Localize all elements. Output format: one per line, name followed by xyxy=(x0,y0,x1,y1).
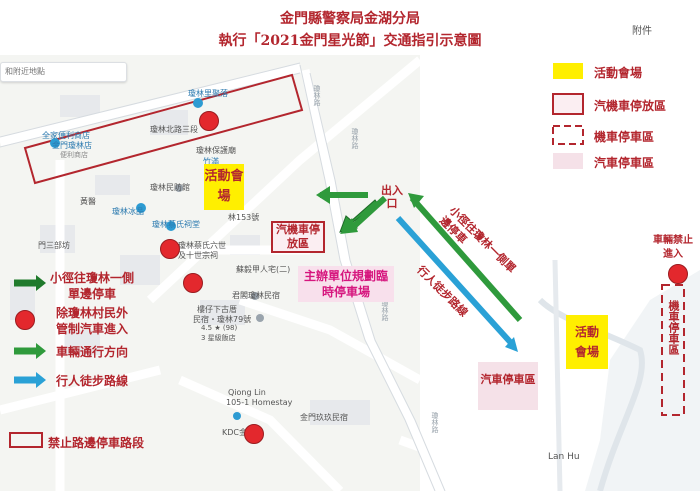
place-tsai-house3: 蘇毅甲人宅(二) xyxy=(236,265,291,274)
venue-right-label: 活動會場 xyxy=(574,325,599,359)
direction-arrows xyxy=(316,186,523,322)
legend-right-car: 汽車停車區 xyxy=(594,156,655,170)
legend-swatch-car xyxy=(553,153,583,169)
place-tsai-house: 瓊林蔡氏六世 xyxy=(178,241,226,250)
place-qionglin-homestay2: 105-1 Homestay xyxy=(226,398,293,407)
organizer-parking-label: 主辦單位規劃臨時停車場 xyxy=(304,269,389,299)
legend-swatch-venue xyxy=(553,63,583,79)
legend-left-restriction-line2: 管制汽車進入 xyxy=(56,322,129,336)
place-iceshop: 瓊林冰品 xyxy=(112,207,144,216)
venue-main-label: 活動會場 xyxy=(204,169,244,204)
legend-right-moto-car: 汽機車停放區 xyxy=(594,99,667,113)
legend-red-dot xyxy=(15,310,35,330)
place-homestay-lou: 樓仔下古厝 xyxy=(197,305,237,314)
place-tsai-house2: 及十世宗祠 xyxy=(178,251,218,260)
map-search-box[interactable]: 和附近地點 xyxy=(0,62,127,82)
legend-icons-left xyxy=(9,275,46,448)
legend-left-direction: 車輛通行方向 xyxy=(56,345,129,359)
legend-left-restriction-line1: 除瓊林村民外 xyxy=(56,306,129,320)
road-label-1: 瓊林路 xyxy=(313,85,321,106)
no-parking-segment xyxy=(23,73,304,185)
place-qionglin-hall: 瓊林蔡氏祠堂 xyxy=(152,220,200,229)
place-homestay-lou3: 4.5 ★ (98) xyxy=(201,324,238,332)
restriction-dot xyxy=(183,273,203,293)
legend-left-one-side: 小徑往瓊林一側 單邊停車 xyxy=(50,270,134,302)
restriction-dot xyxy=(668,264,688,284)
legend-swatch-moto xyxy=(552,125,584,145)
place-qionglin-homestay: Qiong Lin xyxy=(228,388,266,397)
roads xyxy=(0,56,542,491)
place-zhuhan: 竹滿 xyxy=(203,157,219,166)
legend-right-venue: 活動會場 xyxy=(594,66,643,80)
entrance-label: 出入口 xyxy=(381,184,403,210)
place-jinyun: 君閣瓊林民宿 xyxy=(232,291,280,300)
legend-left-no-parking: 禁止路邊停車路段 xyxy=(48,436,145,450)
legend-left-restriction: 除瓊林村民外 管制汽車進入 xyxy=(56,305,128,337)
place-defense: 瓊林民防館 xyxy=(150,183,190,192)
legend-swatch-moto-car xyxy=(552,93,584,115)
map-pins xyxy=(50,98,264,420)
legend-right-moto: 機車停車區 xyxy=(594,130,655,144)
no-entry-label: 車輛禁止進入 xyxy=(653,235,693,260)
restriction-dot xyxy=(160,239,180,259)
legend-left-pedestrian: 行人徒步路線 xyxy=(56,374,129,388)
place-mart: 全家便利商店 xyxy=(42,131,90,140)
place-mart-sub2: 便利商店 xyxy=(60,151,88,159)
pedestrian-arrow xyxy=(395,215,518,352)
legend-left-one-side-line1: 小徑往瓊林一側 xyxy=(50,271,135,285)
legend-left-one-side-line2: 單邊停車 xyxy=(68,287,117,301)
organizer-parking-box: 主辦單位規劃臨時停車場 xyxy=(298,266,394,302)
place-ancestral-top: 黃醫 xyxy=(80,197,96,206)
restriction-dot xyxy=(199,111,219,131)
car-parking-label: 汽車停車區 xyxy=(480,373,536,386)
map-search-placeholder: 和附近地點 xyxy=(5,67,45,76)
attachment-label: 附件 xyxy=(632,26,652,37)
road-label-3: 瓊林路 xyxy=(381,300,389,321)
place-kdc: KDC金門 xyxy=(222,428,255,437)
road-label-2: 瓊林路 xyxy=(351,128,359,149)
restriction-dot xyxy=(244,424,264,444)
lanhu-map xyxy=(537,250,700,491)
place-mart-sub: 金門瓊林店 xyxy=(52,141,92,150)
title-line1: 金門縣警察局金湖分局 xyxy=(280,11,420,27)
place-homestay-lou4: 3 星級飯店 xyxy=(201,334,236,342)
car-parking-zone xyxy=(478,362,538,410)
moto-right-label: 機車停車區 xyxy=(667,300,680,355)
venue-main: 活動會場 xyxy=(204,164,244,210)
road-label-4: 瓊林路 xyxy=(431,412,439,433)
place-homestay-lou2: 民宿・瓊林79號 xyxy=(193,315,252,324)
place-sanjiao: 林153號 xyxy=(228,213,260,222)
place-baoshou: 瓊林保護廟 xyxy=(196,146,236,155)
place-qionglin-center: 瓊林里聚落 xyxy=(188,89,228,98)
title-line2: 執行「2021金門星光節」交通指引示意圖 xyxy=(218,33,482,49)
moto-car-parking-label: 汽機車停放區 xyxy=(276,223,320,250)
place-jinmen-homestay: 金門玖玖民宿 xyxy=(300,413,348,422)
place-sanxu: 門三部坊 xyxy=(38,241,70,250)
moto-dashed-box xyxy=(661,284,685,416)
place-road-bazhuang: 瓊林北路三段 xyxy=(150,125,198,134)
moto-car-box xyxy=(271,221,325,253)
venue-right: 活動會場 xyxy=(566,315,608,369)
place-lan-hu: Lan Hu xyxy=(548,452,580,462)
